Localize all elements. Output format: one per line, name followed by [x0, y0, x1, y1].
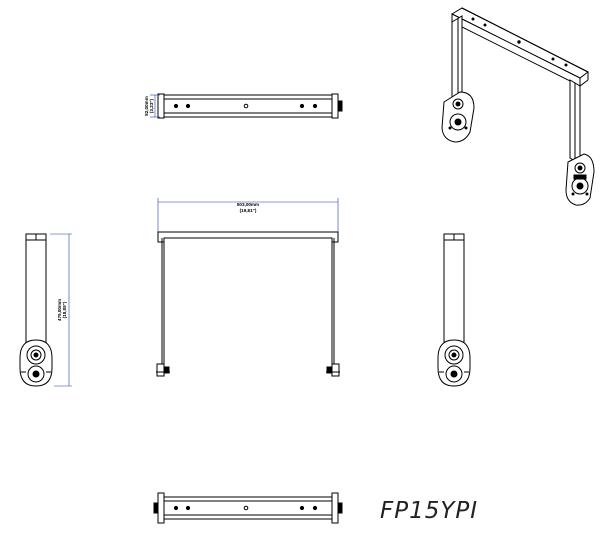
top-view — [150, 93, 343, 119]
side-view-left — [19, 233, 72, 387]
top-view-dimension: 82,00mm (3,23") — [144, 96, 154, 116]
side-view-dimension: 479,00mm (18,89") — [57, 299, 67, 321]
top-view-dim-metric: 82,00mm — [144, 96, 149, 116]
top-view-dim-imperial: (3,23") — [149, 98, 154, 113]
model-label: FP15YPI — [380, 498, 478, 524]
isometric-view — [441, 7, 595, 206]
front-view-dim-imperial: (19,81") — [240, 208, 257, 213]
front-view-dim-metric: 503,00mm — [237, 202, 259, 207]
front-view — [156, 198, 340, 377]
side-view-dim-imperial: (18,89") — [62, 301, 67, 318]
side-view-dim-metric: 479,00mm — [57, 299, 62, 321]
side-view-right — [437, 233, 471, 387]
bottom-view — [153, 492, 343, 524]
